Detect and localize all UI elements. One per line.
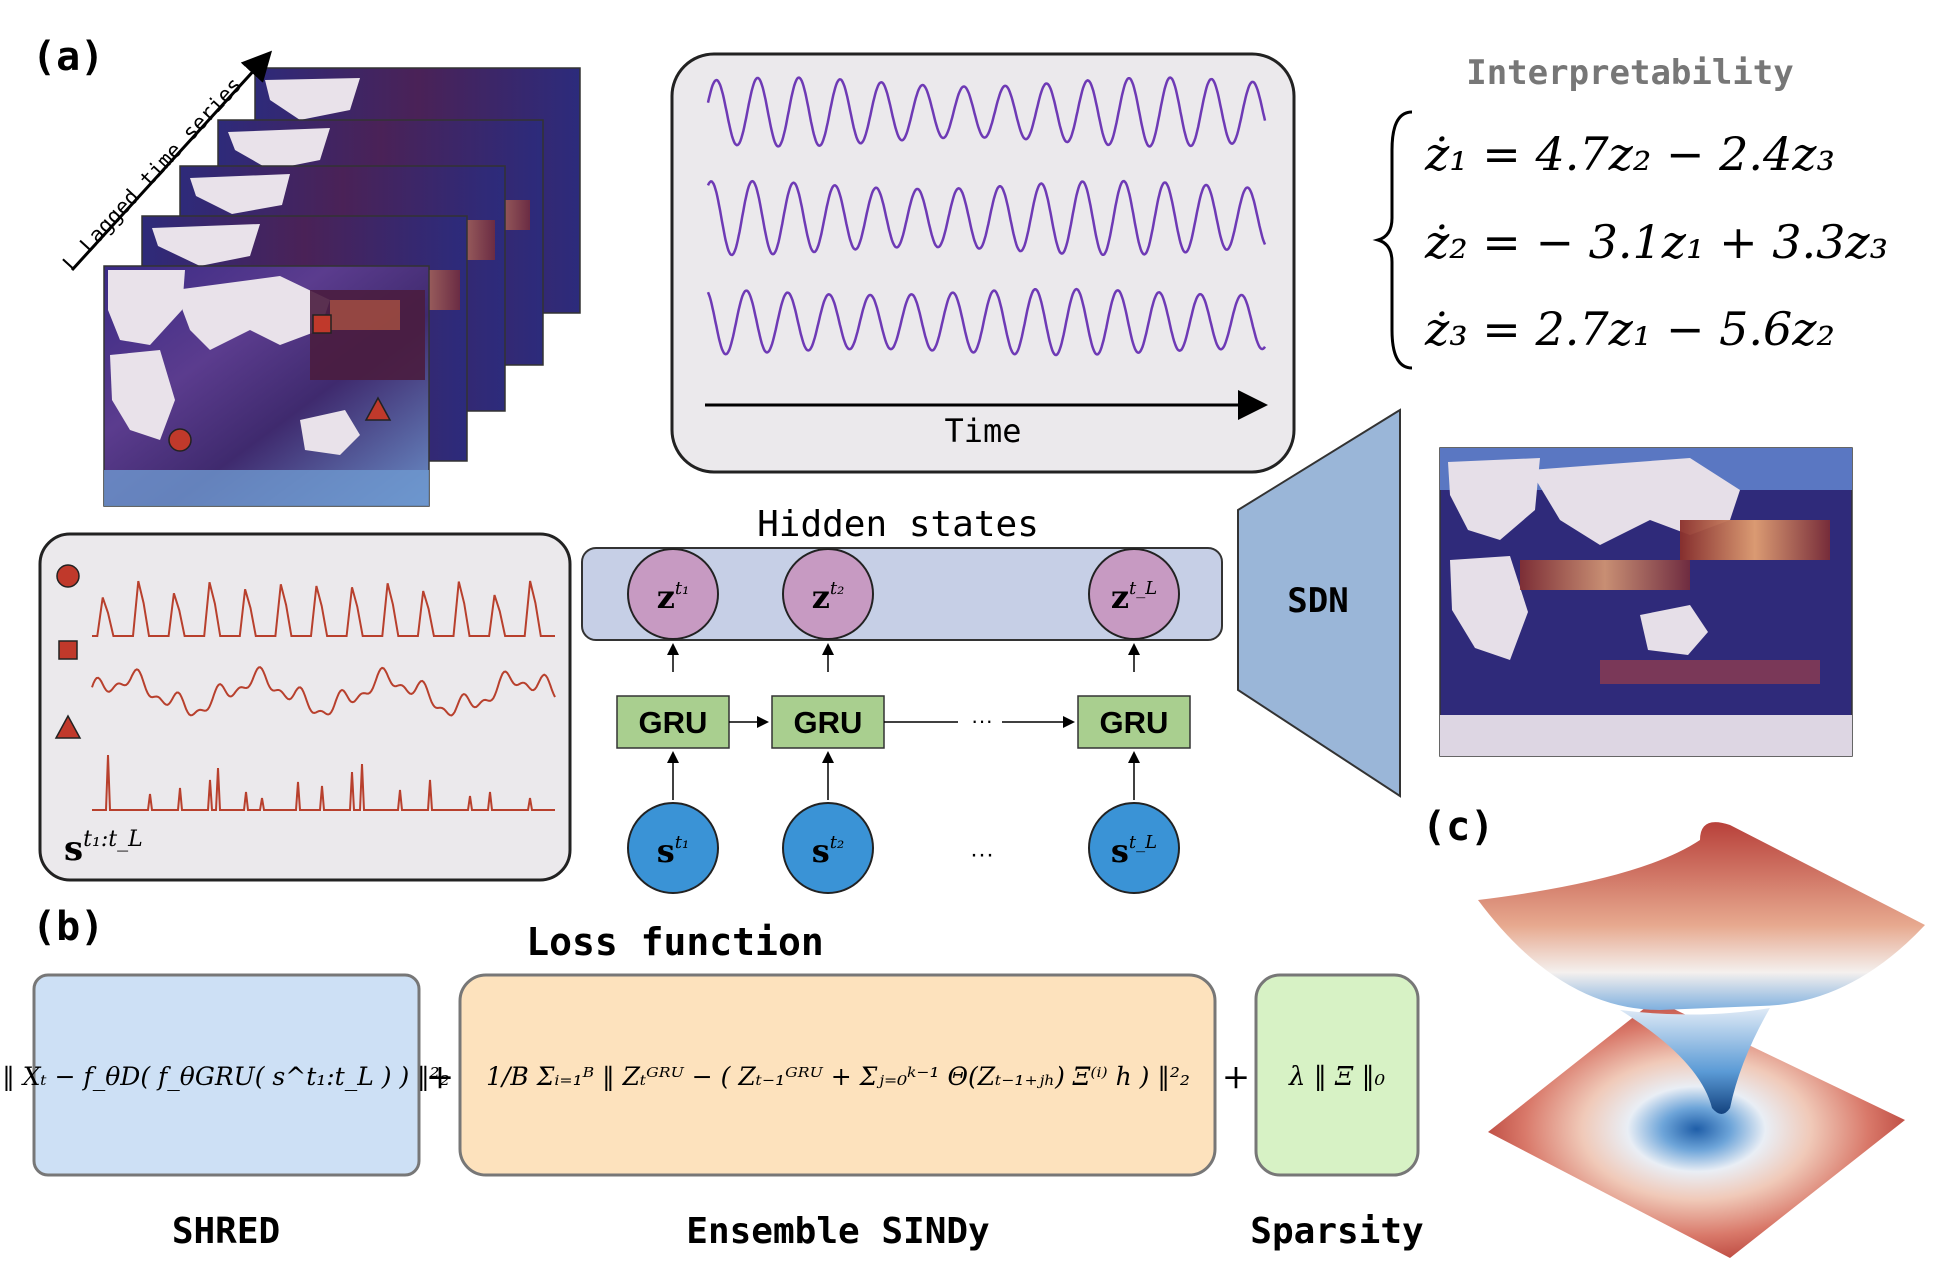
svg-text:st_L: st_L bbox=[1111, 832, 1157, 870]
svg-text:GRU: GRU bbox=[639, 705, 708, 740]
landscape-upper-surface bbox=[1478, 822, 1925, 1010]
svg-text:GRU: GRU bbox=[794, 705, 863, 740]
loss-landscape-surface bbox=[1478, 822, 1925, 1258]
sensor-square-marker bbox=[312, 314, 332, 334]
sparsity-label: Sparsity bbox=[1250, 1211, 1423, 1252]
loss-plus-2: + bbox=[1222, 1057, 1251, 1097]
hidden-state-node-L: zt_L bbox=[1088, 548, 1180, 640]
latent-series-1 bbox=[706, 76, 1267, 148]
sparsity-loss-box bbox=[1254, 973, 1420, 1177]
shred-loss-term: ‖ Xₜ − f_θD( f_θGRU( s^t₁:t_L ) ) ‖²₂ bbox=[2, 1062, 449, 1092]
landscape-funnel bbox=[1620, 1008, 1770, 1114]
panel-label-a: (a) bbox=[32, 34, 104, 80]
ensemble-sindy-label: Ensemble SINDy bbox=[686, 1211, 989, 1252]
sdn-decoder: SDN bbox=[1237, 408, 1401, 798]
sindy-loss-box bbox=[458, 973, 1217, 1177]
interpretability-panel: Interpretability ż₁ = 4.7z₂ − 2.4z₃ ż₂ =… bbox=[1372, 53, 1888, 370]
equation-z3: ż₃ = 2.7z₁ − 5.6z₂ bbox=[1424, 302, 1835, 356]
sensor-triangle-marker bbox=[364, 396, 392, 421]
hidden-state-node-1: zt₁ bbox=[627, 548, 719, 640]
gru-cell-L: GRU bbox=[1077, 695, 1191, 749]
shred-label: SHRED bbox=[172, 1211, 280, 1252]
sensor-input-node-1: st₁ bbox=[627, 802, 719, 894]
panel-label-b: (b) bbox=[32, 904, 104, 950]
loss-function-title: Loss function bbox=[526, 920, 823, 964]
shred-loss-box bbox=[32, 973, 421, 1177]
circle-sensor-legend bbox=[56, 564, 80, 588]
sdn-label: SDN bbox=[1287, 581, 1348, 621]
square-sensor-legend bbox=[58, 640, 78, 660]
hidden-states-title: Hidden states bbox=[757, 504, 1039, 545]
lag-axis-arrow bbox=[70, 50, 273, 272]
latent-series-3 bbox=[706, 287, 1267, 357]
sensor-ellipsis: ··· bbox=[970, 841, 994, 868]
svg-text:st₂: st₂ bbox=[812, 832, 844, 870]
sensor-series-square bbox=[91, 666, 556, 717]
panel-label-c: (c) bbox=[1422, 804, 1494, 850]
sensor-measurements-panel: st₁:t_L bbox=[38, 532, 572, 882]
loss-plus-1: + bbox=[426, 1057, 455, 1097]
triangle-sensor-legend bbox=[54, 714, 82, 739]
sensor-input-node-2: st₂ bbox=[782, 802, 874, 894]
landscape-contour-base bbox=[1488, 1000, 1905, 1258]
equation-z2: ż₂ = − 3.1z₁ + 3.3z₃ bbox=[1424, 215, 1888, 269]
sensor-panel-frame bbox=[38, 532, 572, 882]
gru-ellipsis: ··· bbox=[971, 708, 993, 733]
latent-series-2 bbox=[706, 179, 1267, 257]
svg-text:zt_L: zt_L bbox=[1111, 578, 1157, 616]
sparsity-loss-term: λ ‖ Ξ ‖₀ bbox=[1288, 1062, 1386, 1092]
time-axis-label: Time bbox=[944, 412, 1021, 450]
equation-brace bbox=[1372, 110, 1413, 370]
map-frame-1 bbox=[103, 265, 430, 507]
sensor-series-triangle bbox=[92, 754, 555, 811]
gru-encoder: Hidden states zt₁ zt₂ zt_L GRU GRU GRU bbox=[581, 504, 1223, 894]
hidden-state-node-2: zt₂ bbox=[782, 548, 874, 640]
sensor-input-label: st₁:t_L bbox=[64, 827, 143, 869]
gru-cell-2: GRU bbox=[771, 695, 885, 749]
svg-text:zt₁: zt₁ bbox=[657, 578, 690, 616]
sindy-loss-term: 1/B Σᵢ₌₁ᴮ ‖ Zₜᴳᴿᵁ − ( Zₜ₋₁ᴳᴿᵁ + Σⱼ₌₀ᵏ⁻¹ … bbox=[486, 1062, 1190, 1092]
sensor-circle-marker bbox=[168, 428, 192, 452]
latent-time-series-panel: Time bbox=[670, 52, 1296, 474]
equation-z1: ż₁ = 4.7z₂ − 2.4z₃ bbox=[1424, 127, 1835, 181]
hidden-states-band bbox=[581, 547, 1223, 641]
gru-cell-1: GRU bbox=[616, 695, 730, 749]
svg-text:GRU: GRU bbox=[1100, 705, 1169, 740]
sdn-trapezoid bbox=[1237, 408, 1401, 798]
loss-function-panel: Loss function ‖ Xₜ − f_θD( f_θGRU( s^t₁:… bbox=[2, 920, 1423, 1252]
svg-text:zt₂: zt₂ bbox=[812, 578, 845, 616]
svg-text:st₁: st₁ bbox=[657, 832, 689, 870]
sensor-input-node-L: st_L bbox=[1088, 802, 1180, 894]
interpretability-title: Interpretability bbox=[1466, 53, 1794, 93]
sensor-series-circle bbox=[92, 580, 555, 637]
lagged-map-stack: L Lagged time series bbox=[58, 50, 581, 507]
latent-panel-frame bbox=[670, 52, 1296, 474]
reconstructed-field-map bbox=[1439, 447, 1853, 757]
